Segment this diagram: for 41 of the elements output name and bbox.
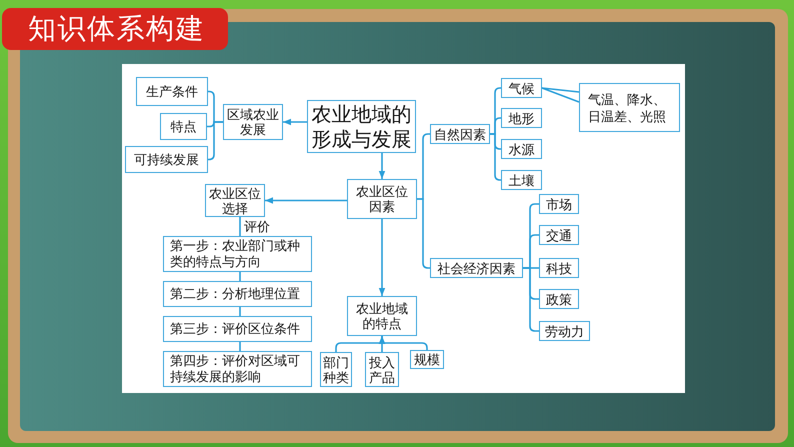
connector-line [239,342,241,351]
concept-box: 社会经济因素 [430,258,523,278]
concept-box: 规模 [410,350,444,369]
title-banner: 知识体系构建 [2,8,228,50]
concept-box: 气候 [501,78,542,98]
concept-box: 生产条件 [136,77,208,106]
concept-box: 交通 [539,225,579,245]
arrow [265,197,347,204]
topic-box: 农业地域的形成与发展 [307,100,416,153]
concept-box: 劳动力 [539,321,590,341]
concept-box: 区域农业发展 [223,104,283,140]
concept-box: 地形 [501,108,542,128]
concept-box: 投入产品 [365,352,399,387]
connector-line [239,272,241,281]
step-box: 第四步：评价对区域可持续发展的影响 [163,351,312,387]
connector-line [239,217,241,236]
arrow [378,219,386,296]
concept-box: 科技 [539,258,579,278]
arrow [283,118,307,126]
step-box: 第二步：分析地理位置 [163,281,312,307]
concept-box: 农业区位选择 [205,184,265,217]
concept-box: 市场 [539,194,579,214]
concept-box: 农业地域的特点 [347,296,417,336]
concept-box: 部门种类 [320,352,352,387]
concept-box: 土壤 [501,170,542,190]
concept-box: 可持续发展 [125,146,208,173]
callout-tail [541,87,580,103]
callout-box: 气温、降水、日温差、光照 [579,83,680,132]
brace-line [417,198,430,269]
concept-box: 政策 [539,289,579,309]
edge-label: 评价 [243,218,271,234]
concept-box: 特点 [160,113,207,140]
concept-box: 自然因素 [430,124,490,144]
step-box: 第一步：农业部门或种类的特点与方向 [163,236,312,272]
connector-line [239,307,241,316]
step-box: 第三步：评价区位条件 [163,316,312,342]
arrow [378,153,386,179]
brace-line [208,121,223,160]
concept-box: 水源 [501,139,542,159]
arrow [378,336,428,350]
concept-box: 农业区位因素 [347,179,417,219]
